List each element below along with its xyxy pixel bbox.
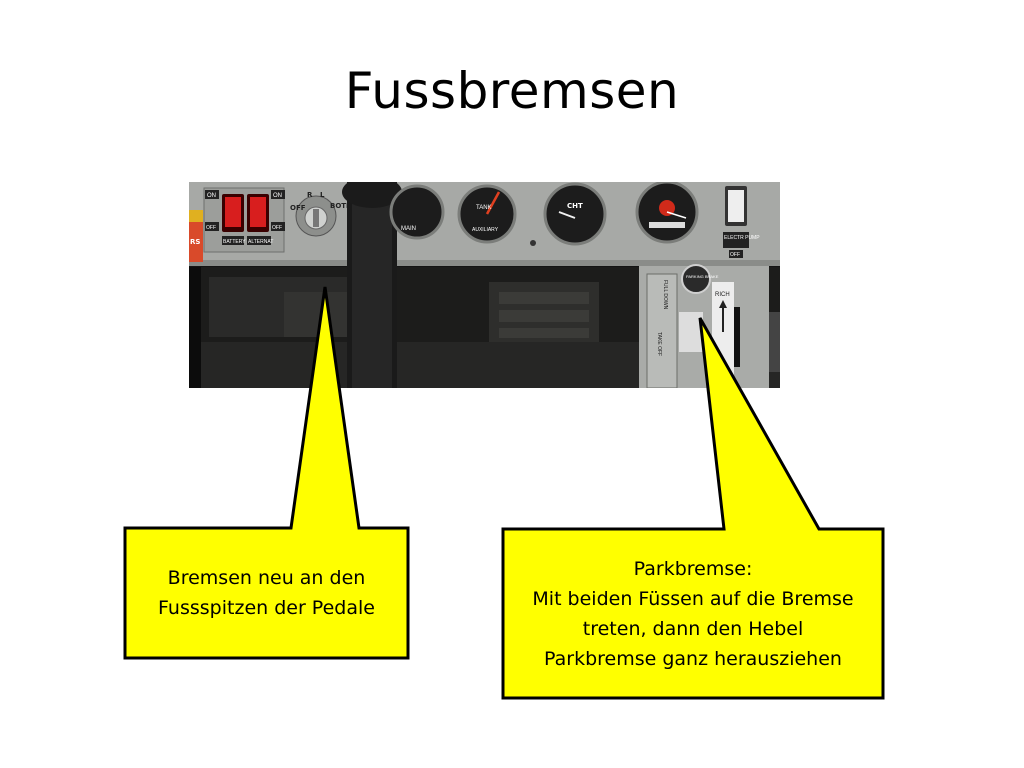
cockpit-photo: RS ON OFF ON OFF BATTERY ALTERNAT OFF R … (189, 182, 780, 388)
callout-right-line: Parkbremse: (633, 558, 753, 580)
alternator-label: ALTERNAT (248, 239, 273, 245)
tank-label: TANK (476, 205, 492, 211)
parking-brake-label: PARKING BRAKE (686, 274, 719, 279)
callout-left-line: Fussspitzen der Pedale (158, 597, 375, 619)
elect-pump-label: ELECTR PUMP (724, 235, 760, 241)
key-both-label: BOTH (330, 202, 352, 210)
cht-label: CHT (567, 202, 583, 210)
callout-right-text: Parkbremse: Mit beiden Füssen auf die Br… (503, 554, 883, 674)
callout-right-line: Parkbremse ganz herausziehen (544, 648, 842, 670)
callout-left-line: Bremsen neu an den (167, 567, 366, 589)
key-r-label: R (307, 191, 313, 199)
take-off-label: TAKE OFF (656, 332, 662, 356)
slide-title: Fussbremsen (344, 62, 680, 120)
battery-label: BATTERY (223, 239, 246, 245)
elect-pump-off-label: OFF (730, 252, 740, 258)
main-fuel-label: MAIN (401, 226, 416, 232)
rich-label: RICH (715, 292, 730, 298)
off-left-label: OFF (206, 225, 216, 231)
callout-right-line: Mit beiden Füssen auf die Bremse (532, 588, 854, 610)
on-right-label: ON (273, 193, 282, 199)
auxiliary-label: AUXILIARY (472, 227, 499, 233)
callout-right-line: treten, dann den Hebel (582, 618, 804, 640)
full-down-label: FULL DOWN (662, 280, 668, 310)
left-tag-label: RS (190, 238, 200, 246)
off-right-label: OFF (272, 225, 282, 231)
on-left-label: ON (207, 193, 216, 199)
key-l-label: L (320, 191, 325, 199)
callout-left-text: Bremsen neu an den Fussspitzen der Pedal… (125, 563, 408, 623)
key-off-label: OFF (290, 204, 306, 212)
